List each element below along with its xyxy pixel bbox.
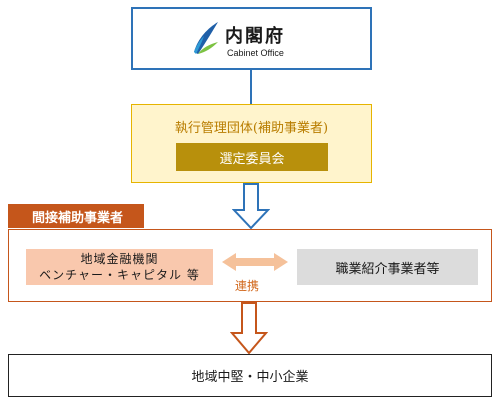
regional-financial-institutions-box: 地域金融機関 ベンチャー・キャピタル 等 (26, 249, 213, 285)
regional-financial-institutions-label: 地域金融機関 (80, 252, 159, 266)
down-arrow-icon (232, 183, 270, 229)
connector-line (250, 70, 252, 104)
regional-smes-box: 地域中堅・中小企業 (8, 354, 492, 397)
cabinet-office-name-en: Cabinet Office (227, 48, 284, 58)
indirect-subsidy-operators-tag: 間接補助事業者 (8, 204, 144, 228)
executive-management-body-box: 執行管理団体(補助事業者) 選定委員会 (131, 104, 372, 183)
cabinet-office-box: 内閣府 Cabinet Office (131, 7, 372, 70)
selection-committee-box: 選定委員会 (176, 143, 328, 171)
indirect-subsidy-operators-box: 地域金融機関 ベンチャー・キャピタル 等 連携 職業紹介事業者等 (8, 229, 492, 302)
executive-management-body-label: 執行管理団体(補助事業者) (174, 121, 329, 136)
down-arrow-icon (230, 302, 268, 354)
cabinet-office-leaf-logo (194, 22, 218, 54)
double-arrow-icon (222, 253, 288, 271)
venture-capital-label: ベンチャー・キャピタル 等 (39, 268, 200, 282)
job-placement-agencies-box: 職業紹介事業者等 (297, 249, 478, 285)
cabinet-office-name-ja: 内閣府 (225, 26, 285, 47)
collaboration-label: 連携 (235, 279, 260, 293)
